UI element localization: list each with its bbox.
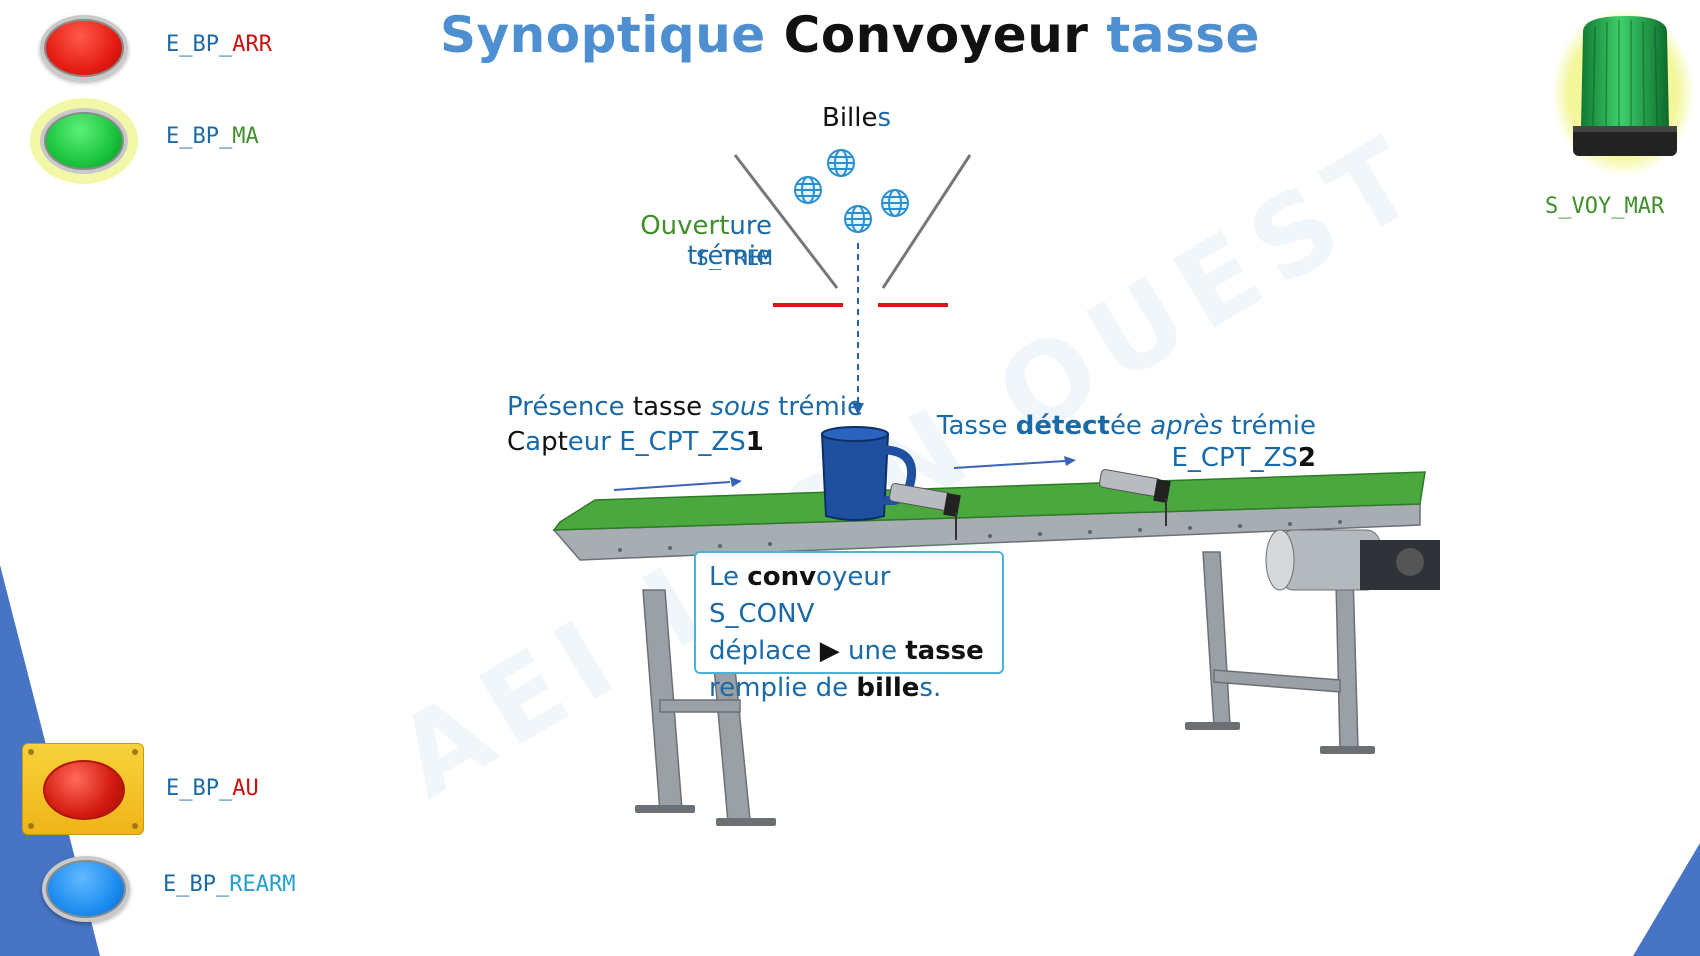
motion-arrow-1 xyxy=(613,481,731,491)
stop-button[interactable] xyxy=(40,15,128,81)
hopper-diagram xyxy=(733,149,972,415)
sensor2-name: E_CPT_ZS2 xyxy=(1171,443,1316,473)
hopper-sensor-label: S_TREM xyxy=(696,246,772,270)
hopper-left-wall xyxy=(733,154,839,289)
stop-button-label: E_BP_ARR xyxy=(166,32,272,57)
title-part-3: tasse xyxy=(1106,6,1260,64)
sensor1-name: Capteur E_CPT_ZS1 xyxy=(507,427,764,457)
title-part-1: Synoptique xyxy=(440,6,766,64)
motion-arrow-2 xyxy=(953,460,1066,469)
sensor2-icon xyxy=(1099,469,1171,526)
emergency-stop-label: E_BP_AU xyxy=(166,776,259,801)
decor-triangle-right xyxy=(1633,843,1700,956)
emergency-stop-mushroom xyxy=(43,760,125,820)
emergency-stop-button[interactable] xyxy=(22,743,144,835)
sensor1-caption: Présence tasse sous trémie xyxy=(507,392,864,422)
page-title: Synoptique Convoyeur tasse xyxy=(0,6,1700,64)
rearm-button[interactable] xyxy=(42,856,130,922)
hopper-right-wall xyxy=(881,154,972,289)
beacon-lamp-icon xyxy=(1573,16,1677,156)
conveyor-illustration xyxy=(552,426,1440,826)
motor-icon xyxy=(1265,529,1440,591)
conveyor-line-1: Le convoyeur S_CONV xyxy=(709,562,891,629)
start-button[interactable] xyxy=(40,108,128,174)
drop-arrow-head xyxy=(852,403,864,415)
conveyor-line-3: remplie de billes. xyxy=(709,673,942,703)
title-part-2: Convoyeur xyxy=(783,6,1089,64)
start-button-label: E_BP_MA xyxy=(166,124,259,149)
sensor2-caption: Tasse détectée après trémie xyxy=(936,411,1316,441)
marble-icons xyxy=(794,149,909,233)
billes-label: Billes xyxy=(822,103,892,133)
rearm-button-label: E_BP_REARM xyxy=(163,872,296,897)
conveyor-info-box: Le convoyeur S_CONV déplace ▶ une tasse … xyxy=(694,551,1004,703)
sensor1-icon xyxy=(889,483,961,540)
conveyor-line-2: déplace ▶ une tasse xyxy=(709,636,984,666)
conveyor-belt xyxy=(552,471,1426,531)
lamp-label: S_VOY_MAR xyxy=(1545,194,1665,219)
hopper-opening-label: Ouverture trémie xyxy=(640,211,772,271)
